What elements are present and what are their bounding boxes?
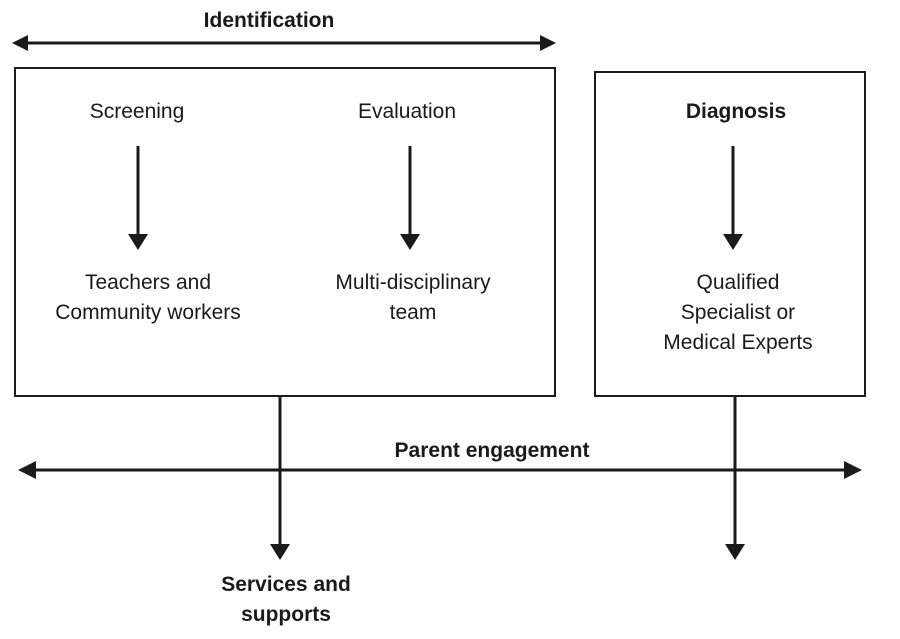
identification-box <box>14 67 556 397</box>
diagnosis-actor-line2: Specialist or <box>680 301 796 324</box>
services-label-line2: supports <box>241 603 331 626</box>
diagnosis-actor-line3: Medical Experts <box>663 331 813 354</box>
services-arrow <box>270 397 290 560</box>
evaluation-title: Evaluation <box>357 100 457 123</box>
services-label-line1: Services and <box>221 573 351 596</box>
parent-engagement-double-arrow <box>18 461 862 479</box>
screening-arrow <box>128 146 148 250</box>
screening-title: Screening <box>89 100 185 123</box>
screening-actor-line1: Teachers and <box>84 271 212 294</box>
diagnosis-box <box>594 71 866 397</box>
parent-engagement-label: Parent engagement <box>394 439 590 462</box>
screening-actor-line2: Community workers <box>55 301 241 324</box>
identification-label: Identification <box>203 9 335 32</box>
diagnosis-outcome-arrow <box>725 397 745 560</box>
diagnosis-actor-line1: Qualified <box>696 271 780 294</box>
diagnosis-arrow <box>723 146 743 250</box>
evaluation-actor-line2: team <box>389 301 437 324</box>
diagnosis-title: Diagnosis <box>685 100 787 123</box>
identification-double-arrow <box>12 35 556 51</box>
evaluation-actor-line1: Multi-disciplinary <box>335 271 491 294</box>
evaluation-arrow <box>400 146 420 250</box>
